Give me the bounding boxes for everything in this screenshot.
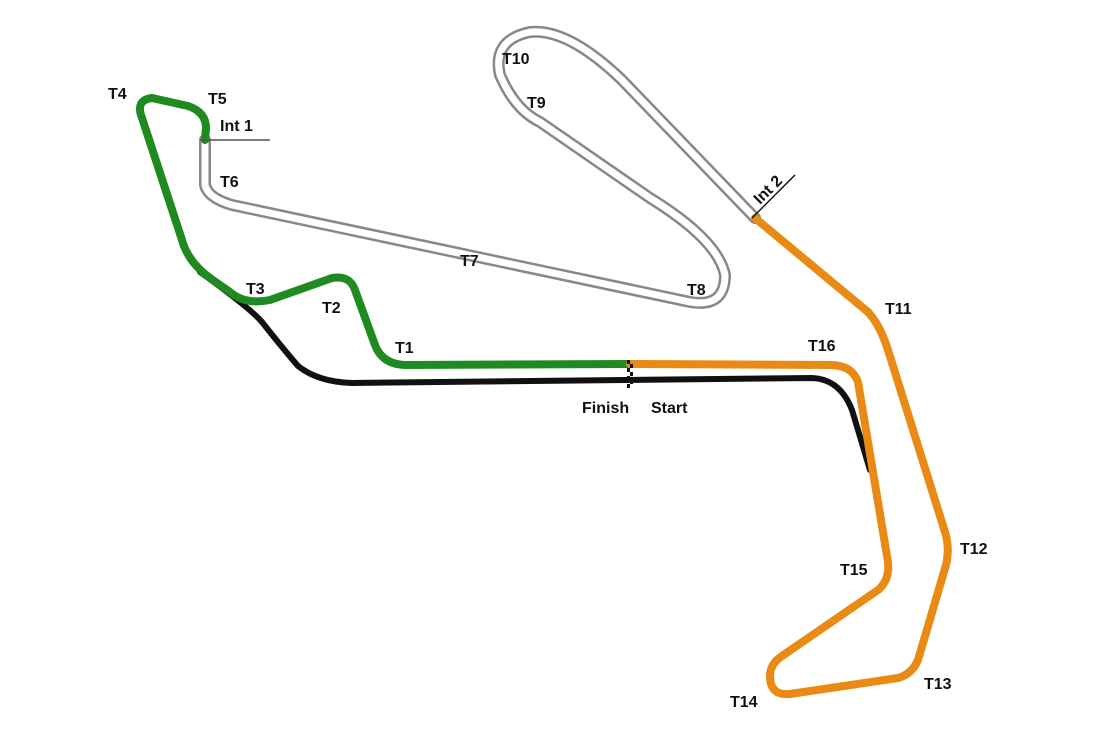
label-t9: T9 [527, 95, 546, 112]
label-t7: T7 [460, 253, 479, 270]
label-t5: T5 [208, 91, 227, 108]
label-t14: T14 [730, 694, 758, 711]
label-t3: T3 [246, 281, 265, 298]
label-t13: T13 [924, 676, 952, 693]
label-t12: T12 [960, 541, 988, 558]
label-t2: T2 [322, 300, 341, 317]
sector-1-track [136, 94, 634, 369]
label-start: Start [651, 400, 688, 417]
start-finish-line [627, 360, 633, 388]
label-t8: T8 [687, 282, 706, 299]
label-finish: Finish [582, 400, 629, 417]
label-t10: T10 [502, 51, 530, 68]
label-t16: T16 [808, 338, 836, 355]
label-int1: Int 1 [220, 118, 253, 135]
sector-2-track [199, 25, 761, 309]
label-t4: T4 [108, 86, 127, 103]
label-t6: T6 [220, 174, 239, 191]
sector-3-track [626, 214, 952, 699]
int2-marker [751, 174, 796, 219]
label-t1: T1 [395, 340, 414, 357]
label-t11: T11 [885, 301, 912, 318]
label-t15: T15 [840, 562, 868, 579]
pit-lane [197, 269, 873, 473]
